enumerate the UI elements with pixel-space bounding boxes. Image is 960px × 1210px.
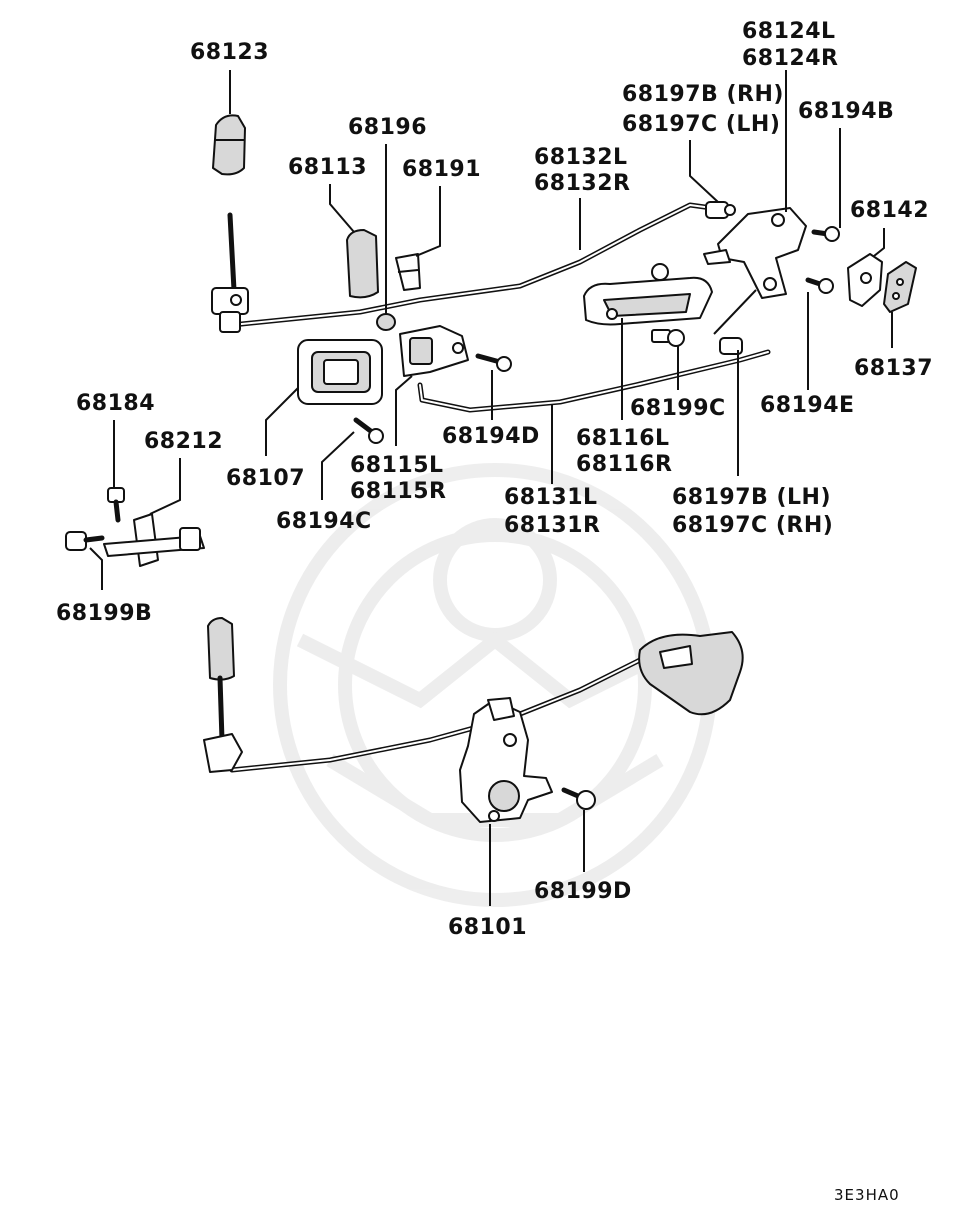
label-68194D: 68194D: [442, 424, 540, 449]
lock-rod-bracket: [211, 212, 249, 333]
bolt-68199C: [651, 329, 685, 347]
label-68199D: 68199D: [534, 879, 632, 904]
outside-handle-cable-end: [638, 631, 744, 716]
striker-68142: [847, 253, 883, 307]
label-68132L: 68132L: [534, 145, 628, 170]
label-68194C: 68194C: [276, 509, 372, 534]
label-68197B-LH: 68197B (LH): [672, 485, 831, 510]
label-68184: 68184: [76, 391, 155, 416]
part-labels: 68123 68124L 68124R 68197B (RH) 68197C (…: [56, 19, 933, 1204]
label-68132R: 68132R: [534, 171, 630, 196]
label-68137: 68137: [854, 356, 933, 381]
label-68131L: 68131L: [504, 485, 598, 510]
label-68131R: 68131R: [504, 513, 600, 538]
label-68116L: 68116L: [576, 426, 670, 451]
inside-handle-68115: [399, 325, 469, 377]
label-68113: 68113: [288, 155, 367, 180]
label-68124R: 68124R: [742, 46, 838, 71]
label-68115L: 68115L: [350, 453, 444, 478]
outside-handle-68116: [583, 263, 713, 326]
label-68191: 68191: [402, 157, 481, 182]
label-68199C: 68199C: [630, 396, 726, 421]
door-lock-assembly-68101: [459, 697, 553, 823]
clip-68191: [395, 253, 421, 291]
label-68197B-RH: 68197B (RH): [622, 82, 784, 107]
handle-cover-68113: [346, 229, 379, 299]
rod-68132: [229, 202, 715, 328]
label-68124L: 68124L: [742, 19, 836, 44]
label-68116R: 68116R: [576, 452, 672, 477]
label-68199B: 68199B: [56, 601, 152, 626]
label-68197C-LH: 68197C (LH): [622, 112, 780, 137]
pin-68184: [107, 487, 125, 523]
inside-handle-bezel-68107: [297, 339, 383, 405]
label-68123: 68123: [190, 40, 269, 65]
label-68115R: 68115R: [350, 479, 446, 504]
label-68107: 68107: [226, 466, 305, 491]
shim-68137: [883, 261, 917, 313]
label-68196: 68196: [348, 115, 427, 140]
label-68212: 68212: [144, 429, 223, 454]
rod-clip-68197-upper: [705, 201, 736, 219]
screw-68194D: [475, 353, 512, 372]
bolt-68199D: [561, 787, 596, 810]
grommet-68196: [376, 313, 396, 331]
screw-68194E: [805, 277, 834, 294]
screw-68194B: [811, 226, 840, 242]
rod-68131: [417, 349, 771, 413]
label-68197C-RH: 68197C (RH): [672, 513, 833, 538]
leader-lines: [89, 70, 893, 906]
label-68142: 68142: [850, 198, 929, 223]
lower-lock-rod-knob: [203, 617, 243, 773]
label-68194E: 68194E: [760, 393, 855, 418]
label-68194B: 68194B: [798, 99, 894, 124]
label-68101: 68101: [448, 915, 527, 940]
watermark-emblem: [273, 463, 717, 907]
bolt-68199B: [65, 531, 105, 551]
diagram-code: 3E3HA0: [834, 1186, 900, 1204]
screw-68194C: [353, 417, 384, 444]
lock-lever-68124: [703, 207, 807, 299]
lock-knob-68123: [212, 114, 246, 176]
rod-clip-68197-lower: [719, 337, 743, 355]
door-check-68212: [103, 513, 205, 567]
